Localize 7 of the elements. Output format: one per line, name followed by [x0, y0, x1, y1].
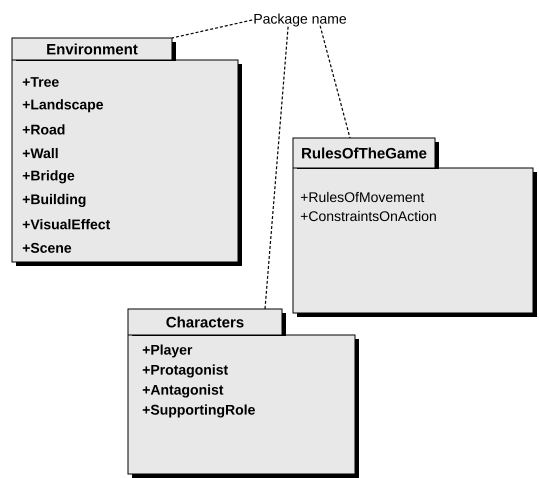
package-tab: RulesOfTheGame — [292, 138, 439, 169]
package-tab: Characters — [128, 308, 286, 336]
package-tab: Environment — [12, 38, 176, 61]
leader-line — [172, 19, 252, 39]
callout-label: Package name — [254, 13, 346, 27]
leader-line — [264, 26, 289, 310]
leader-line — [320, 26, 351, 138]
